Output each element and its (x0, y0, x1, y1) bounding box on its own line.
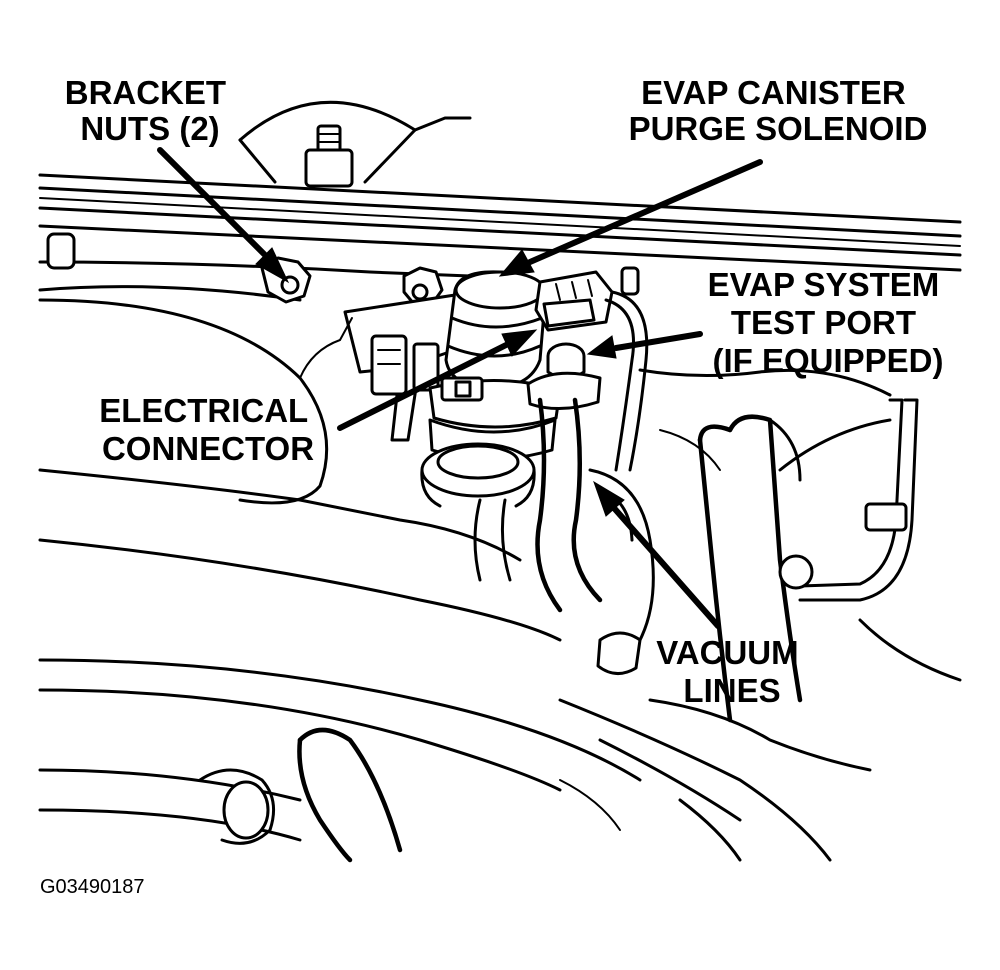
test-port (526, 342, 602, 411)
electrical-connector (534, 270, 649, 472)
lower-hose (198, 727, 403, 863)
purge-solenoid (428, 270, 562, 461)
label-bracket-nuts: BRACKET NUTS (2) (65, 74, 236, 147)
callout-labels: BRACKET NUTS (2) EVAP CANISTER PURGE SOL… (40, 74, 949, 898)
engine-illustration (38, 100, 962, 863)
label-purge-solenoid: EVAP CANISTER PURGE SOLENOID (629, 74, 928, 147)
leader-electrical-connector (337, 341, 511, 431)
far-right-line (778, 398, 919, 602)
leader-lines (157, 147, 763, 629)
label-electrical-connector: ELECTRICAL CONNECTOR (99, 392, 317, 467)
rail-clip (46, 232, 76, 270)
solenoid-base (420, 442, 536, 508)
leader-bracket-nuts (157, 147, 269, 259)
leader-vacuum-lines (611, 505, 721, 629)
intake-body (38, 298, 562, 642)
top-stud (304, 124, 354, 188)
figure-id: G03490187 (40, 876, 145, 898)
label-test-port: EVAP SYSTEM TEST PORT (IF EQUIPPED) (708, 266, 949, 379)
vacuum-hoses (473, 397, 655, 675)
leader-test-port (613, 331, 703, 351)
label-vacuum-lines: VACUUM LINES (656, 634, 808, 709)
leader-purge-solenoid (527, 159, 763, 265)
